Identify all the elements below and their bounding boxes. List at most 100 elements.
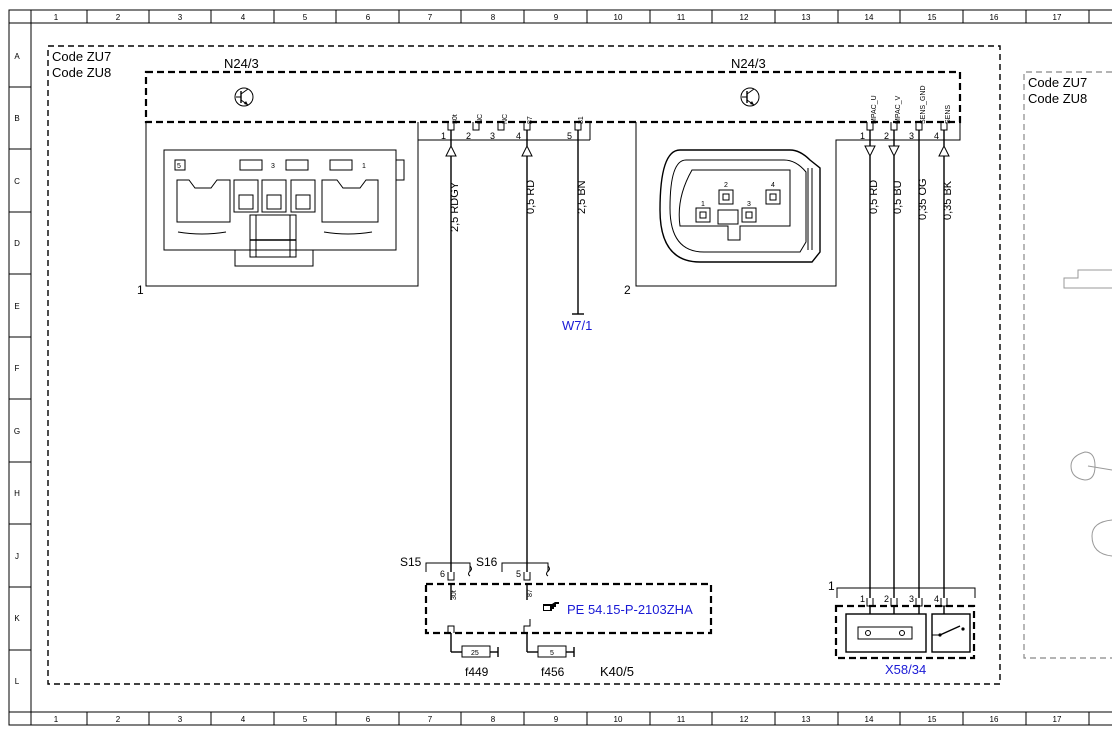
col-label: 4: [241, 715, 246, 724]
col-label: 9: [554, 13, 559, 22]
pointing-hand-icon: [543, 602, 559, 611]
row-label: F: [15, 364, 20, 373]
fuse-value: 5: [550, 650, 554, 657]
pin-names-connector1: 30t NC NC 87 31: [452, 114, 585, 124]
row-label: H: [14, 489, 20, 498]
transistor-icon: [234, 87, 254, 107]
code-label: Code ZU8: [1028, 91, 1087, 106]
pin-label: 4: [771, 182, 775, 189]
relay-label: K40/5: [600, 664, 634, 679]
col-label: 12: [740, 13, 749, 22]
pin-number: 4: [516, 131, 521, 141]
col-label: 10: [614, 13, 623, 22]
pin-label: 1: [701, 201, 705, 208]
cropped-drawing: [1063, 269, 1112, 557]
code-area-main: [47, 45, 1001, 685]
wire-label: 0,35 BK: [942, 180, 954, 220]
pin-name: MPAC_V: [895, 95, 902, 124]
col-label: 13: [802, 715, 811, 724]
pin-label: 3: [747, 201, 751, 208]
pin-names-connector2: MPAC_U MPAC_V SENS_GND SENS: [871, 85, 952, 124]
col-label: 5: [303, 715, 308, 724]
col-label: 10: [614, 715, 623, 724]
code-label: Code ZU8: [52, 65, 111, 80]
x58-pin-number: 4: [934, 594, 939, 604]
pins-connector1: 1 2 3 4 5: [441, 131, 572, 141]
connector2-face: 1 2 3 4: [659, 149, 821, 263]
wire-label: 0,5 BU: [892, 180, 904, 214]
wire-label: 2,5 RDGY: [449, 181, 461, 232]
row-label: J: [15, 552, 19, 561]
pin-number: 2: [884, 131, 889, 141]
wire-label: 0,5 RD: [525, 180, 537, 214]
arrow-icon: [445, 144, 457, 157]
pin-name: SENS_GND: [920, 85, 927, 124]
column-labels: 1 2 3 4 5 6 7 8 9 10 11 12 13 14 15 16 1…: [54, 13, 1062, 724]
wires: [445, 144, 950, 598]
x58-link-label[interactable]: X58/34: [885, 662, 926, 677]
relay-pin-name: 30t: [451, 590, 458, 600]
col-label: 6: [366, 13, 371, 22]
wire-label: 0,35 OG: [917, 178, 929, 220]
code-area-right: [1023, 71, 1112, 659]
connector2-label: 2: [624, 283, 631, 297]
fuse-f449: 25 f449: [461, 645, 499, 679]
relay-pin-number: 6: [440, 569, 445, 579]
row-label: D: [14, 239, 20, 248]
row-label: K: [14, 614, 20, 623]
col-label: 12: [740, 715, 749, 724]
wire-label: 0,5 RD: [868, 180, 880, 214]
fuse-label: f449: [465, 665, 489, 679]
ground-link-label[interactable]: W7/1: [562, 318, 592, 333]
pin-contacts: [866, 122, 948, 146]
row-label: E: [14, 302, 19, 311]
pin-label: 5: [177, 163, 181, 170]
fuse-value: 25: [471, 650, 479, 657]
code-label: Code ZU7: [1028, 75, 1087, 90]
col-label: 8: [491, 715, 496, 724]
pin-number: 1: [441, 131, 446, 141]
arrow-icon: [864, 145, 876, 158]
wire-labels: 2,5 RDGY 0,5 RD 2,5 BN 0,5 RD 0,5 BU 0,3…: [449, 178, 954, 232]
col-label: 8: [491, 13, 496, 22]
col-label: 14: [865, 715, 874, 724]
col-label: 11: [677, 13, 686, 22]
col-label: 9: [554, 715, 559, 724]
pin-label: 2: [724, 182, 728, 189]
col-label: 17: [1053, 715, 1062, 724]
relay-k40-5: S15 S16 6 5 30t 87: [400, 555, 713, 653]
col-label: 7: [428, 13, 433, 22]
pin-contacts: [447, 122, 582, 146]
pin-name: 30t: [452, 114, 459, 124]
pin-number: 3: [909, 131, 914, 141]
connector2-outline: [635, 122, 961, 287]
x58-group-label: 1: [828, 579, 835, 593]
pin-number: 2: [466, 131, 471, 141]
column-ticks: [86, 10, 1090, 725]
pin-name: MPAC_U: [871, 95, 878, 124]
col-label: 14: [865, 13, 874, 22]
col-label: 1: [54, 715, 59, 724]
code-label: Code ZU7: [52, 49, 111, 64]
relay-pin-name: 87: [527, 589, 534, 597]
pin-number: 5: [567, 131, 572, 141]
connector-x58-34: 1 1 2 3 4: [828, 579, 976, 660]
col-label: 11: [677, 715, 686, 724]
row-labels: A B C D E F G H J K L: [14, 52, 20, 686]
pins-connector2: 1 2 3 4: [860, 131, 939, 141]
wire-label: 2,5 BN: [576, 180, 588, 214]
col-label: 2: [116, 715, 121, 724]
x58-pin-number: 2: [884, 594, 889, 604]
connector1-outline: [145, 122, 419, 287]
pe-reference-link[interactable]: PE 54.15-P-2103ZHA: [567, 602, 693, 617]
x58-pin-number: 1: [860, 594, 865, 604]
pin-number: 3: [490, 131, 495, 141]
arrow-icon: [938, 144, 950, 157]
col-label: 16: [990, 715, 999, 724]
module-n24: [144, 70, 962, 124]
col-label: 13: [802, 13, 811, 22]
col-label: 7: [428, 715, 433, 724]
row-label: L: [15, 677, 20, 686]
component-label-n24: N24/3: [731, 56, 766, 71]
col-label: 5: [303, 13, 308, 22]
